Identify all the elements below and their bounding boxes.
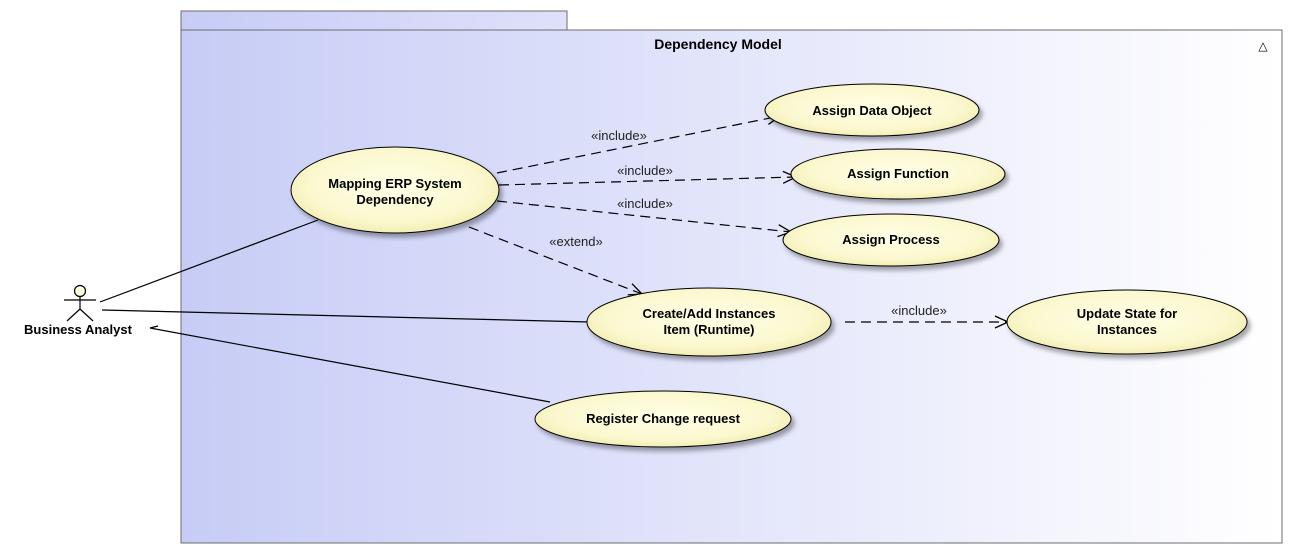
use-case-label-line-1: Mapping ERP System [328,176,461,191]
use-case-label-line-1: Create/Add Instances [643,306,776,321]
association-register-change [149,327,551,403]
actor-associations [99,219,591,403]
use-case-ellipse [782,213,1000,267]
stereotype-labels: «include» «include» «include» «extend» «… [549,128,947,318]
dependency-relations [468,112,1010,329]
use-case-assign-process[interactable]: Assign Process [782,213,1000,267]
use-case-ellipse [290,146,500,234]
use-case-assign-function[interactable]: Assign Function [790,148,1006,200]
use-case-label-line-2: Dependency [356,192,434,207]
stereotype-include-update-state: «include» [891,303,947,318]
use-case-ellipse [764,83,980,137]
stereotype-include-data-object: «include» [591,128,647,143]
package-body [180,29,1283,544]
association-stub [149,325,159,329]
use-case-label-line-1: Update State for [1077,306,1177,321]
package-title: Dependency Model [654,36,782,52]
use-case-ellipse [534,390,792,448]
stick-figure-actor-icon [64,284,96,322]
use-case-label: Register Change request [586,411,741,426]
use-case-ellipse [1006,289,1248,355]
association-mapping-erp [99,219,319,303]
package-tab [180,10,568,31]
stereotype-extend-create: «extend» [549,234,603,249]
use-case-label: Assign Data Object [812,103,932,118]
use-case-assign-data-object[interactable]: Assign Data Object [764,83,980,137]
use-case-update-state[interactable]: Update State for Instances [1006,289,1248,355]
include-arrow-function [498,170,798,186]
use-case-label-line-2: Item (Runtime) [664,322,755,337]
use-case-ellipse [790,148,1006,200]
use-case-label-line-2: Instances [1097,322,1157,337]
package-frame: Dependency Model △ [180,10,1283,544]
use-case-ellipse [586,287,832,357]
use-case-create-add-instances[interactable]: Create/Add Instances Item (Runtime) [586,287,832,357]
use-case-label: Assign Process [842,232,940,247]
use-case-mapping-erp[interactable]: Mapping ERP System Dependency [290,146,500,234]
include-arrow-process [496,200,793,238]
association-create-add-instances [101,309,591,323]
collapse-triangle-icon[interactable]: △ [1258,39,1268,53]
stereotype-include-process: «include» [617,196,673,211]
actor-name: Business Analyst [24,322,133,337]
stereotype-include-function: «include» [617,163,673,178]
actor-business-analyst[interactable]: Business Analyst [24,284,133,338]
include-arrow-data-object [496,112,782,174]
use-case-register-change[interactable]: Register Change request [534,390,792,448]
use-case-label: Assign Function [847,166,949,181]
